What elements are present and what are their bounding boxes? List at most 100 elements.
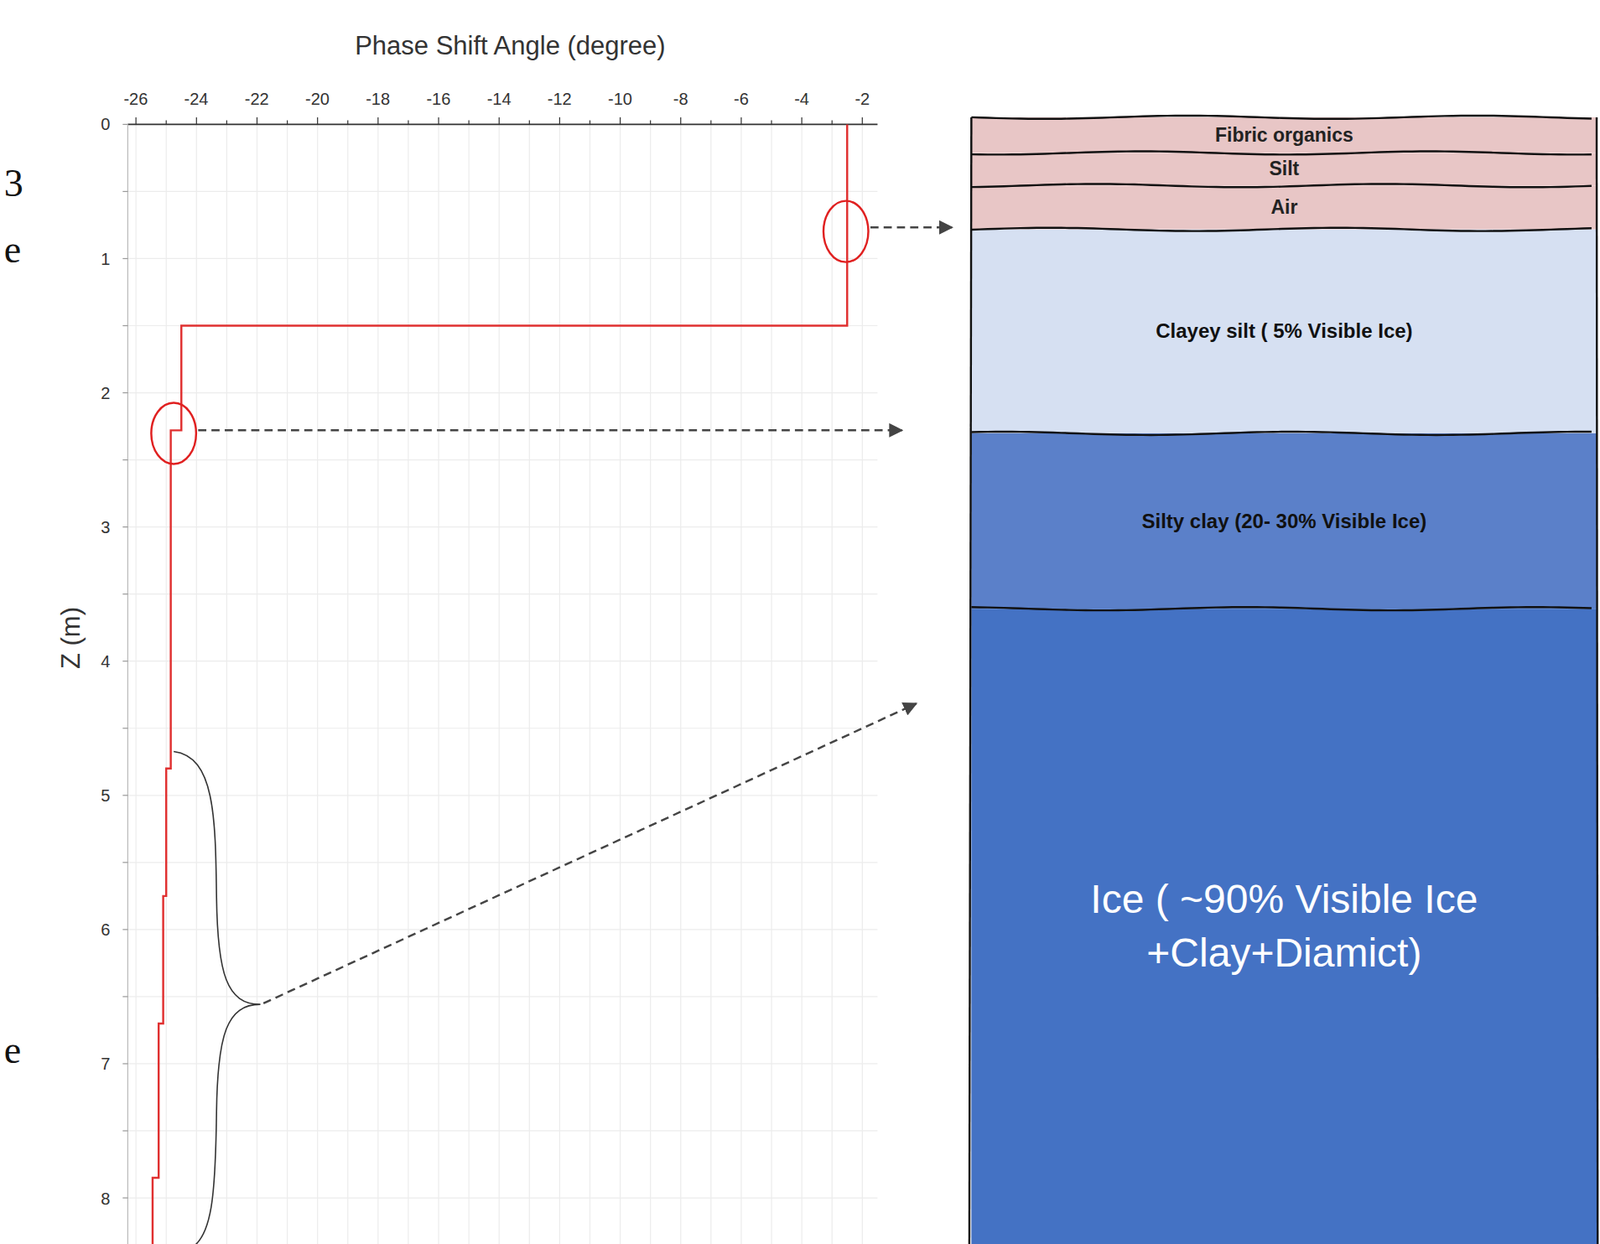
leader-arrow (263, 703, 916, 1004)
grid-line (831, 124, 833, 1244)
tick-mark (740, 117, 742, 125)
layer-fill (971, 229, 1597, 434)
grid-line (196, 124, 198, 1244)
tick-mark (680, 117, 681, 125)
x-tick-label: -10 (607, 89, 633, 109)
tick-mark (407, 120, 409, 125)
y-tick-label: 0 (100, 114, 110, 134)
tick-mark (286, 120, 288, 125)
highlight-circle (150, 402, 197, 464)
grid-line (740, 124, 742, 1244)
layer-label: Ice ( ~90% Visible Ice +Clay+Diamict) (1023, 872, 1544, 982)
phase-curve (152, 124, 847, 1244)
leader-arrow (197, 429, 902, 432)
grid-line (680, 124, 681, 1244)
leader-arrow (870, 226, 952, 229)
tick-mark (196, 117, 198, 125)
tick-mark (862, 117, 863, 125)
x-tick-label: -2 (854, 89, 870, 109)
y-tick-label: 1 (100, 249, 110, 269)
grid-line (127, 1197, 878, 1199)
tick-mark (135, 117, 137, 125)
x-tick-label: -18 (365, 89, 390, 109)
tick-mark (122, 727, 128, 729)
grid-line (135, 124, 137, 1244)
grid-line (377, 124, 379, 1244)
grid-line (127, 258, 878, 260)
grid-line (468, 124, 470, 1244)
tick-mark (347, 120, 349, 125)
soil-layer: Ice ( ~90% Visible Ice +Clay+Diamict) (971, 610, 1597, 1243)
tick-mark (122, 124, 128, 125)
tick-mark (122, 191, 128, 193)
tick-mark (122, 794, 128, 796)
grid-line (127, 727, 878, 729)
x-tick-label: -20 (305, 89, 330, 109)
curly-brace (173, 751, 260, 1244)
grid-line (559, 124, 561, 1244)
cut-off-text: 3 (4, 162, 24, 206)
soil-layer: Clayey silt ( 5% Visible Ice) (971, 231, 1597, 432)
highlight-circle (823, 201, 869, 263)
axis-title: Z (m) (57, 607, 86, 670)
column-edge (1596, 117, 1598, 1244)
phase-line (152, 124, 847, 1244)
soil-layer: Fibric organics (971, 119, 1597, 152)
layer-boundary (971, 115, 1592, 120)
x-tick-label: -6 (733, 89, 749, 109)
tick-mark (122, 996, 128, 998)
x-tick-label: -8 (673, 89, 689, 109)
cut-off-text: e (4, 1029, 21, 1073)
tick-mark (226, 120, 228, 125)
layer-boundary (971, 607, 1592, 611)
tick-mark (122, 392, 128, 394)
grid-line (710, 124, 712, 1244)
tick-mark (122, 258, 128, 260)
grid-line (226, 124, 228, 1244)
layer-boundary (971, 151, 1592, 156)
layer-boundary (971, 431, 1592, 436)
column-edge (969, 117, 972, 1244)
layer-fill (971, 608, 1597, 1244)
tick-mark (801, 117, 803, 125)
cut-off-text: e (4, 228, 21, 272)
y-tick-label: 6 (100, 920, 110, 940)
axis-title: Phase Shift Angle (degree) (354, 31, 666, 61)
grid-line (127, 996, 878, 998)
grid-line (256, 124, 258, 1244)
x-tick-label: -14 (487, 89, 512, 109)
layer-label: Clayey silt ( 5% Visible Ice) (1155, 320, 1413, 343)
x-tick-label: -22 (244, 89, 270, 109)
layer-label: Silt (1268, 158, 1299, 180)
x-axis-line (127, 124, 878, 126)
x-tick-label: -16 (425, 89, 451, 109)
grid-line (649, 124, 651, 1244)
tick-mark (589, 120, 591, 125)
grid-line (407, 124, 409, 1244)
grid-line (437, 124, 439, 1244)
soil-layer: Air (971, 187, 1597, 228)
grid-line (127, 1063, 878, 1065)
x-tick-label: -24 (184, 89, 209, 109)
grid-line (529, 124, 530, 1244)
tick-mark (437, 117, 439, 125)
x-tick-label: -26 (123, 89, 148, 109)
tick-mark (710, 120, 712, 125)
grid-line (166, 124, 167, 1244)
grid-line (347, 124, 349, 1244)
grid-line (498, 124, 500, 1244)
y-tick-label: 8 (100, 1189, 110, 1209)
tick-mark (498, 117, 500, 125)
y-tick-label: 7 (100, 1054, 110, 1074)
tick-mark (122, 459, 128, 461)
tick-mark (166, 120, 167, 125)
tick-mark (649, 120, 651, 125)
layer-label: Silty clay (20- 30% Visible Ice) (1142, 510, 1428, 533)
y-tick-label: 3 (100, 518, 110, 537)
y-tick-label: 5 (100, 786, 110, 806)
grid-line (619, 124, 621, 1244)
grid-line (127, 929, 878, 930)
grid-line (127, 593, 878, 595)
tick-mark (529, 120, 530, 125)
